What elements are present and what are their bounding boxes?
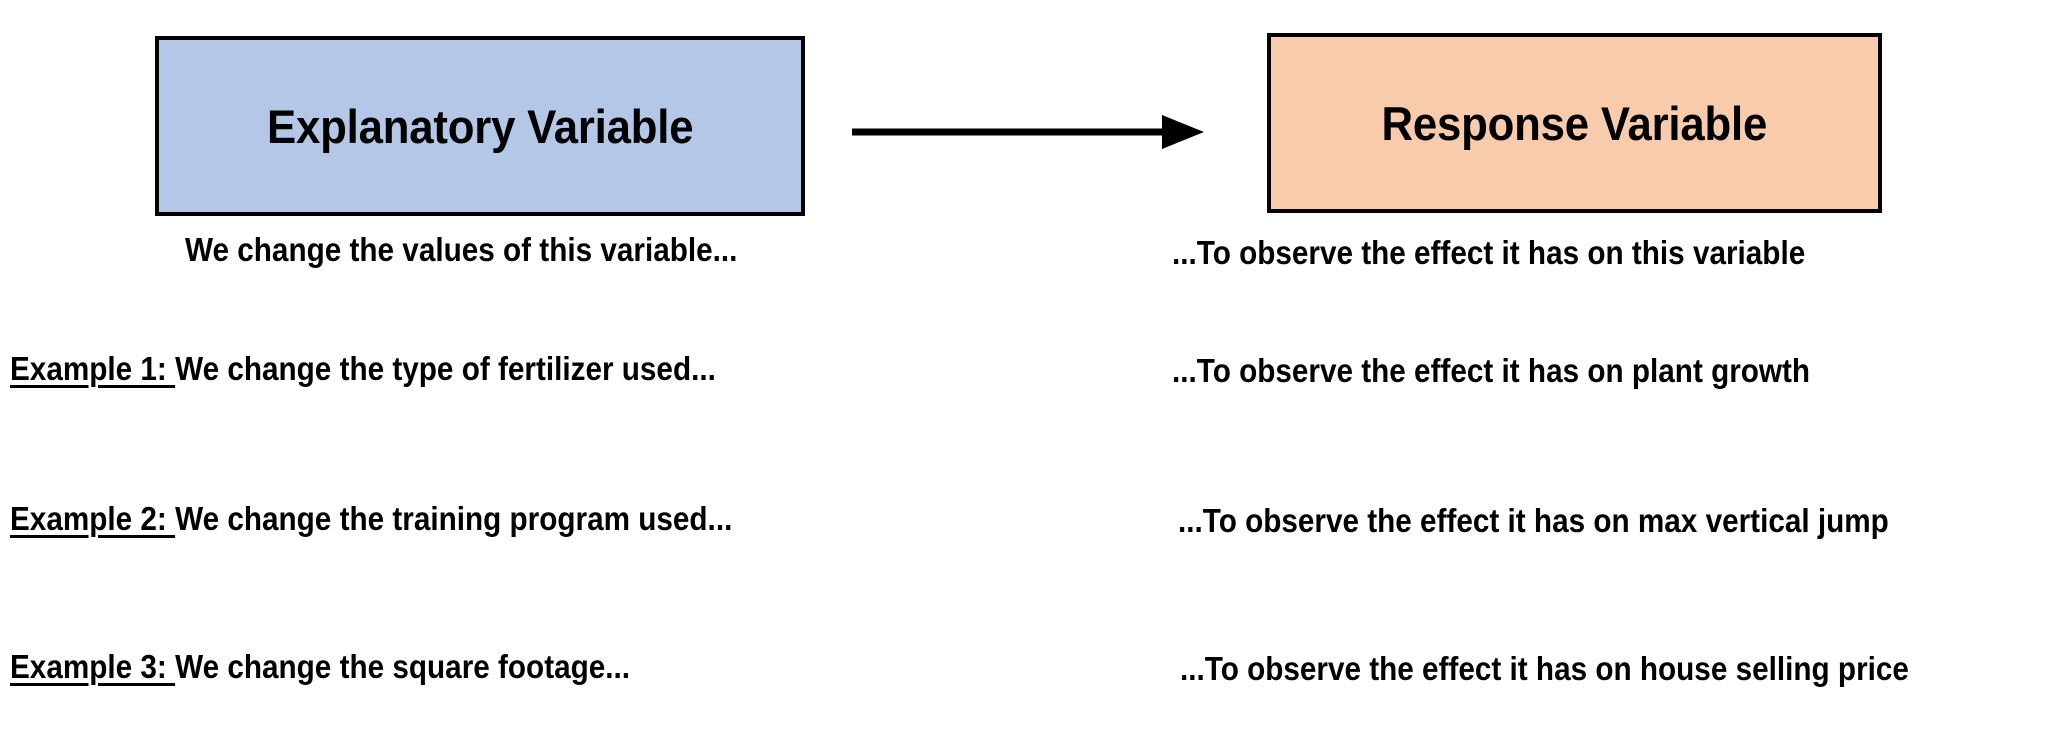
example-2-effect: ...To observe the effect it has on max v…: [1178, 502, 1889, 539]
example-1-cause-text: We change the type of fertilizer used...: [175, 350, 716, 387]
example-row: Example 3: We change the square footage.…: [0, 650, 2051, 696]
example-row: Example 1: We change the type of fertili…: [0, 352, 2051, 398]
example-2-cause-text: We change the training program used...: [175, 500, 733, 537]
example-3-tag: Example 3:: [10, 648, 176, 685]
response-variable-box: Response Variable: [1267, 33, 1882, 213]
example-3-effect: ...To observe the effect it has on house…: [1180, 650, 1909, 687]
example-1-cause: Example 1: We change the type of fertili…: [10, 352, 716, 385]
response-variable-label: Response Variable: [1381, 96, 1768, 150]
example-2-tag: Example 2:: [10, 500, 176, 537]
example-2-cause: Example 2: We change the training progra…: [10, 502, 732, 535]
example-1-tag: Example 1:: [10, 350, 176, 387]
explanatory-variable-box: Explanatory Variable: [155, 36, 805, 216]
example-3-cause-text: We change the square footage...: [175, 648, 631, 685]
example-row: Example 2: We change the training progra…: [0, 502, 2051, 548]
example-3-cause: Example 3: We change the square footage.…: [10, 650, 630, 683]
right-arrow-icon: [852, 108, 1207, 158]
explanatory-variable-caption: We change the values of this variable...: [185, 231, 738, 268]
response-variable-caption: ...To observe the effect it has on this …: [1172, 234, 1806, 271]
example-1-effect: ...To observe the effect it has on plant…: [1172, 352, 1811, 389]
explanatory-variable-label: Explanatory Variable: [266, 99, 694, 153]
